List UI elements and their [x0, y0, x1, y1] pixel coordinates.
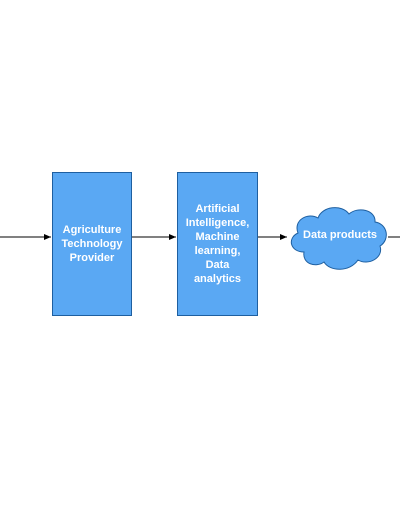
node-label-ai: Artificial Intelligence, Machine learnin…	[185, 203, 250, 285]
cloud-shape	[290, 207, 387, 270]
node-ai-ml-analytics: Artificial Intelligence, Machine learnin…	[177, 172, 258, 316]
node-label-data-products: Data products	[303, 229, 377, 241]
node-label-provider: Agriculture Technology Provider	[61, 224, 123, 264]
node-agriculture-technology-provider: Agriculture Technology Provider	[52, 172, 132, 316]
